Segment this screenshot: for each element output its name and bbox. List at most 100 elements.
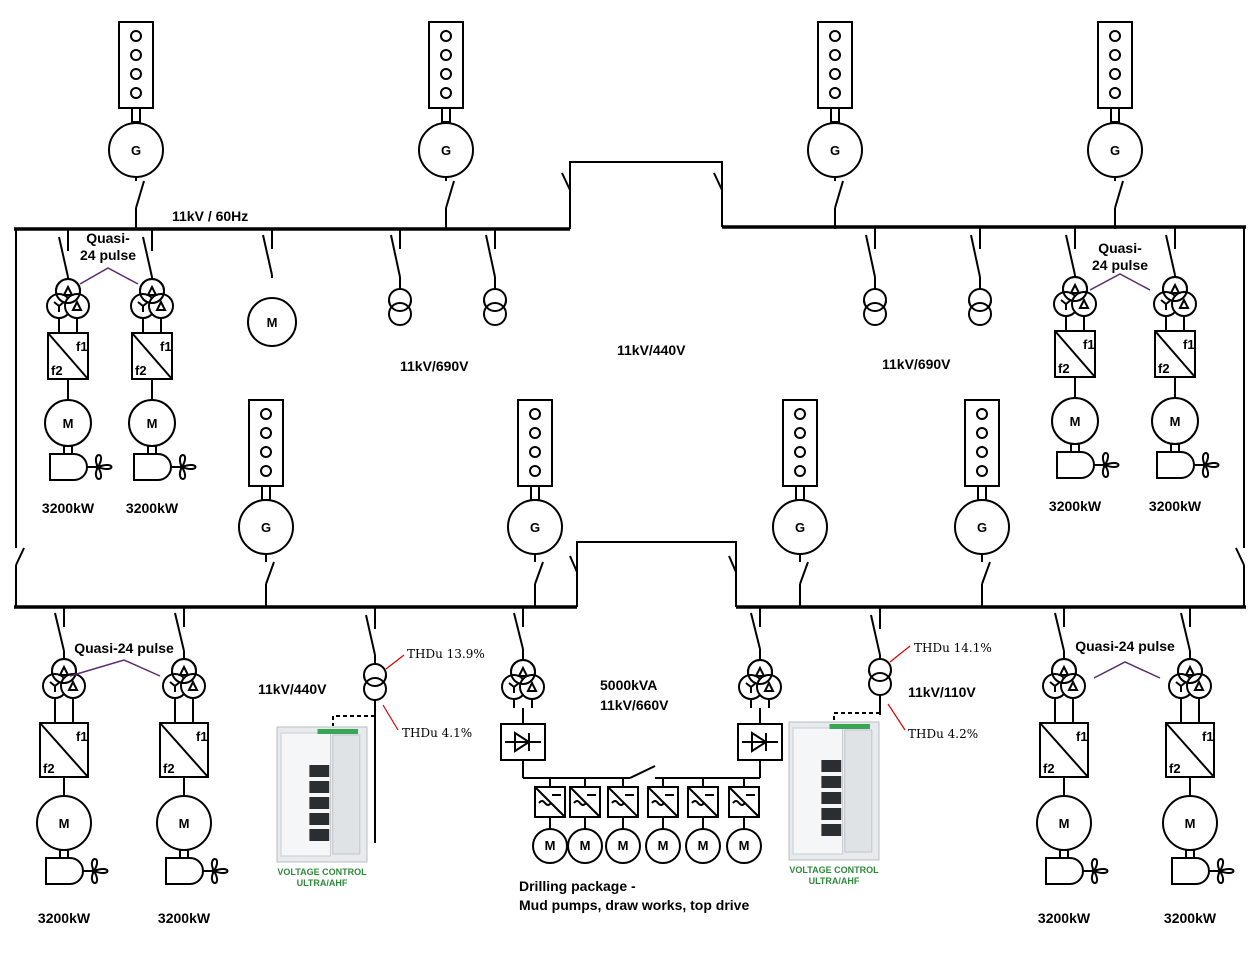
breaker <box>485 229 496 290</box>
drilling-package-label: Mud pumps, draw works, top drive <box>519 897 749 913</box>
transformer-winding <box>363 674 387 687</box>
delta-mark <box>187 679 199 691</box>
side-breaker-blade <box>15 547 25 566</box>
inverter-icon <box>687 786 719 818</box>
propeller-icon <box>1202 452 1220 478</box>
breaker-blade <box>174 612 185 652</box>
delta-mark <box>62 284 74 296</box>
quasi-pulse-bracket <box>69 659 161 677</box>
bus-tie-breaker-blade <box>728 555 737 573</box>
freq-in-label: f1 <box>1183 337 1195 352</box>
thruster-rating-label: 3200kW <box>126 500 179 516</box>
cabinet-module <box>821 760 842 772</box>
generator-label: G <box>977 520 987 535</box>
cabinet-module <box>309 829 330 841</box>
transformer-winding <box>968 299 992 312</box>
cabinet-module <box>821 776 842 788</box>
delta-mark <box>58 664 70 676</box>
thruster-rating-label: 3200kW <box>1038 910 1091 926</box>
generator-label: G <box>1110 143 1120 158</box>
transformer-rating-label: 11kV/440V <box>617 342 686 358</box>
three-winding-transformer-icon <box>1168 658 1212 707</box>
transformer-winding <box>863 299 887 312</box>
motor-coupling <box>63 445 73 455</box>
engine-icon <box>517 399 553 501</box>
motor-label: M <box>147 416 158 431</box>
inverter-icon <box>569 786 601 818</box>
propeller-icon <box>91 858 109 884</box>
thruster-icon <box>1156 451 1220 479</box>
bus-voltage-label: 11kV / 60Hz <box>172 208 248 224</box>
thd-label: THDu 4.1% <box>402 726 472 740</box>
thruster-icon <box>45 857 109 885</box>
motor-circle <box>726 828 762 864</box>
inverter-icon <box>728 786 760 818</box>
cylinder-icon <box>440 87 452 99</box>
freq-out-label: f2 <box>135 363 147 378</box>
cabinet-label: VOLTAGE CONTROL <box>277 867 367 877</box>
transformer-icon <box>863 288 887 326</box>
three-winding-transformer-icon <box>501 659 545 708</box>
ac-wave-mark <box>732 800 746 806</box>
transformer-winding <box>1051 658 1077 684</box>
transformer-winding <box>171 658 197 684</box>
transformer-icon <box>483 288 507 326</box>
ac-wave-mark <box>611 800 625 806</box>
motor-label: M <box>739 838 750 853</box>
transformer-rating-label: 11kV/660V <box>600 697 669 713</box>
freq-out-label: f2 <box>1043 761 1055 776</box>
motor-label: M <box>545 838 556 853</box>
cylinder-icon <box>130 87 142 99</box>
delta-mark <box>178 664 190 676</box>
transformer-winding <box>139 278 165 304</box>
propeller-icon <box>179 454 197 480</box>
generator-breaker-blade <box>265 561 275 585</box>
thd-label: THDu 14.1% <box>914 641 992 655</box>
cabinet-label: ULTRA/AHF <box>809 876 860 886</box>
transformer-winding <box>388 299 412 312</box>
quasi-pulse-bracket <box>1089 273 1151 291</box>
three-winding-transformer-icon <box>130 278 174 327</box>
generator-icon: G <box>418 122 474 178</box>
thruster-icon <box>49 453 113 481</box>
inverter-icon <box>647 786 679 818</box>
breaker-blade <box>750 612 761 650</box>
cabinet-brand-strip <box>317 729 358 734</box>
delta-mark <box>763 680 775 692</box>
breaker <box>365 607 376 665</box>
thruster-icon <box>1056 451 1120 479</box>
propeller-icon <box>95 454 113 480</box>
rectifier-icon <box>500 723 546 761</box>
freq-in-label: f1 <box>1076 729 1088 744</box>
breaker-blade <box>485 234 496 278</box>
breaker <box>865 227 876 290</box>
motor-label: M <box>658 838 669 853</box>
shaft-coupling <box>795 485 805 501</box>
freq-out-label: f2 <box>1169 761 1181 776</box>
breaker <box>54 607 65 659</box>
converter-diagonal <box>131 332 173 380</box>
cabinet-module <box>821 792 842 804</box>
generator-icon: G <box>807 122 863 178</box>
wye-mark <box>1049 681 1061 692</box>
drill-motor-icon: M <box>532 828 568 864</box>
transformer-winding <box>1062 276 1088 302</box>
rectifier-icon <box>737 723 783 761</box>
quasi-pulse-label: Quasi-24 pulse <box>74 640 174 656</box>
delta-mark <box>146 284 158 296</box>
transformer-winding <box>363 677 387 701</box>
generator-label: G <box>830 143 840 158</box>
inverter-icon <box>534 786 566 818</box>
motor-label: M <box>1170 414 1181 429</box>
breaker <box>262 229 273 278</box>
motor-icon: M <box>1036 795 1092 851</box>
delta-mark <box>1067 679 1079 691</box>
breaker-blade <box>58 236 69 278</box>
engine-icon <box>964 399 1000 501</box>
shaft-coupling <box>1110 107 1120 123</box>
cylinder-icon <box>794 446 806 458</box>
delta-mark <box>1069 282 1081 294</box>
